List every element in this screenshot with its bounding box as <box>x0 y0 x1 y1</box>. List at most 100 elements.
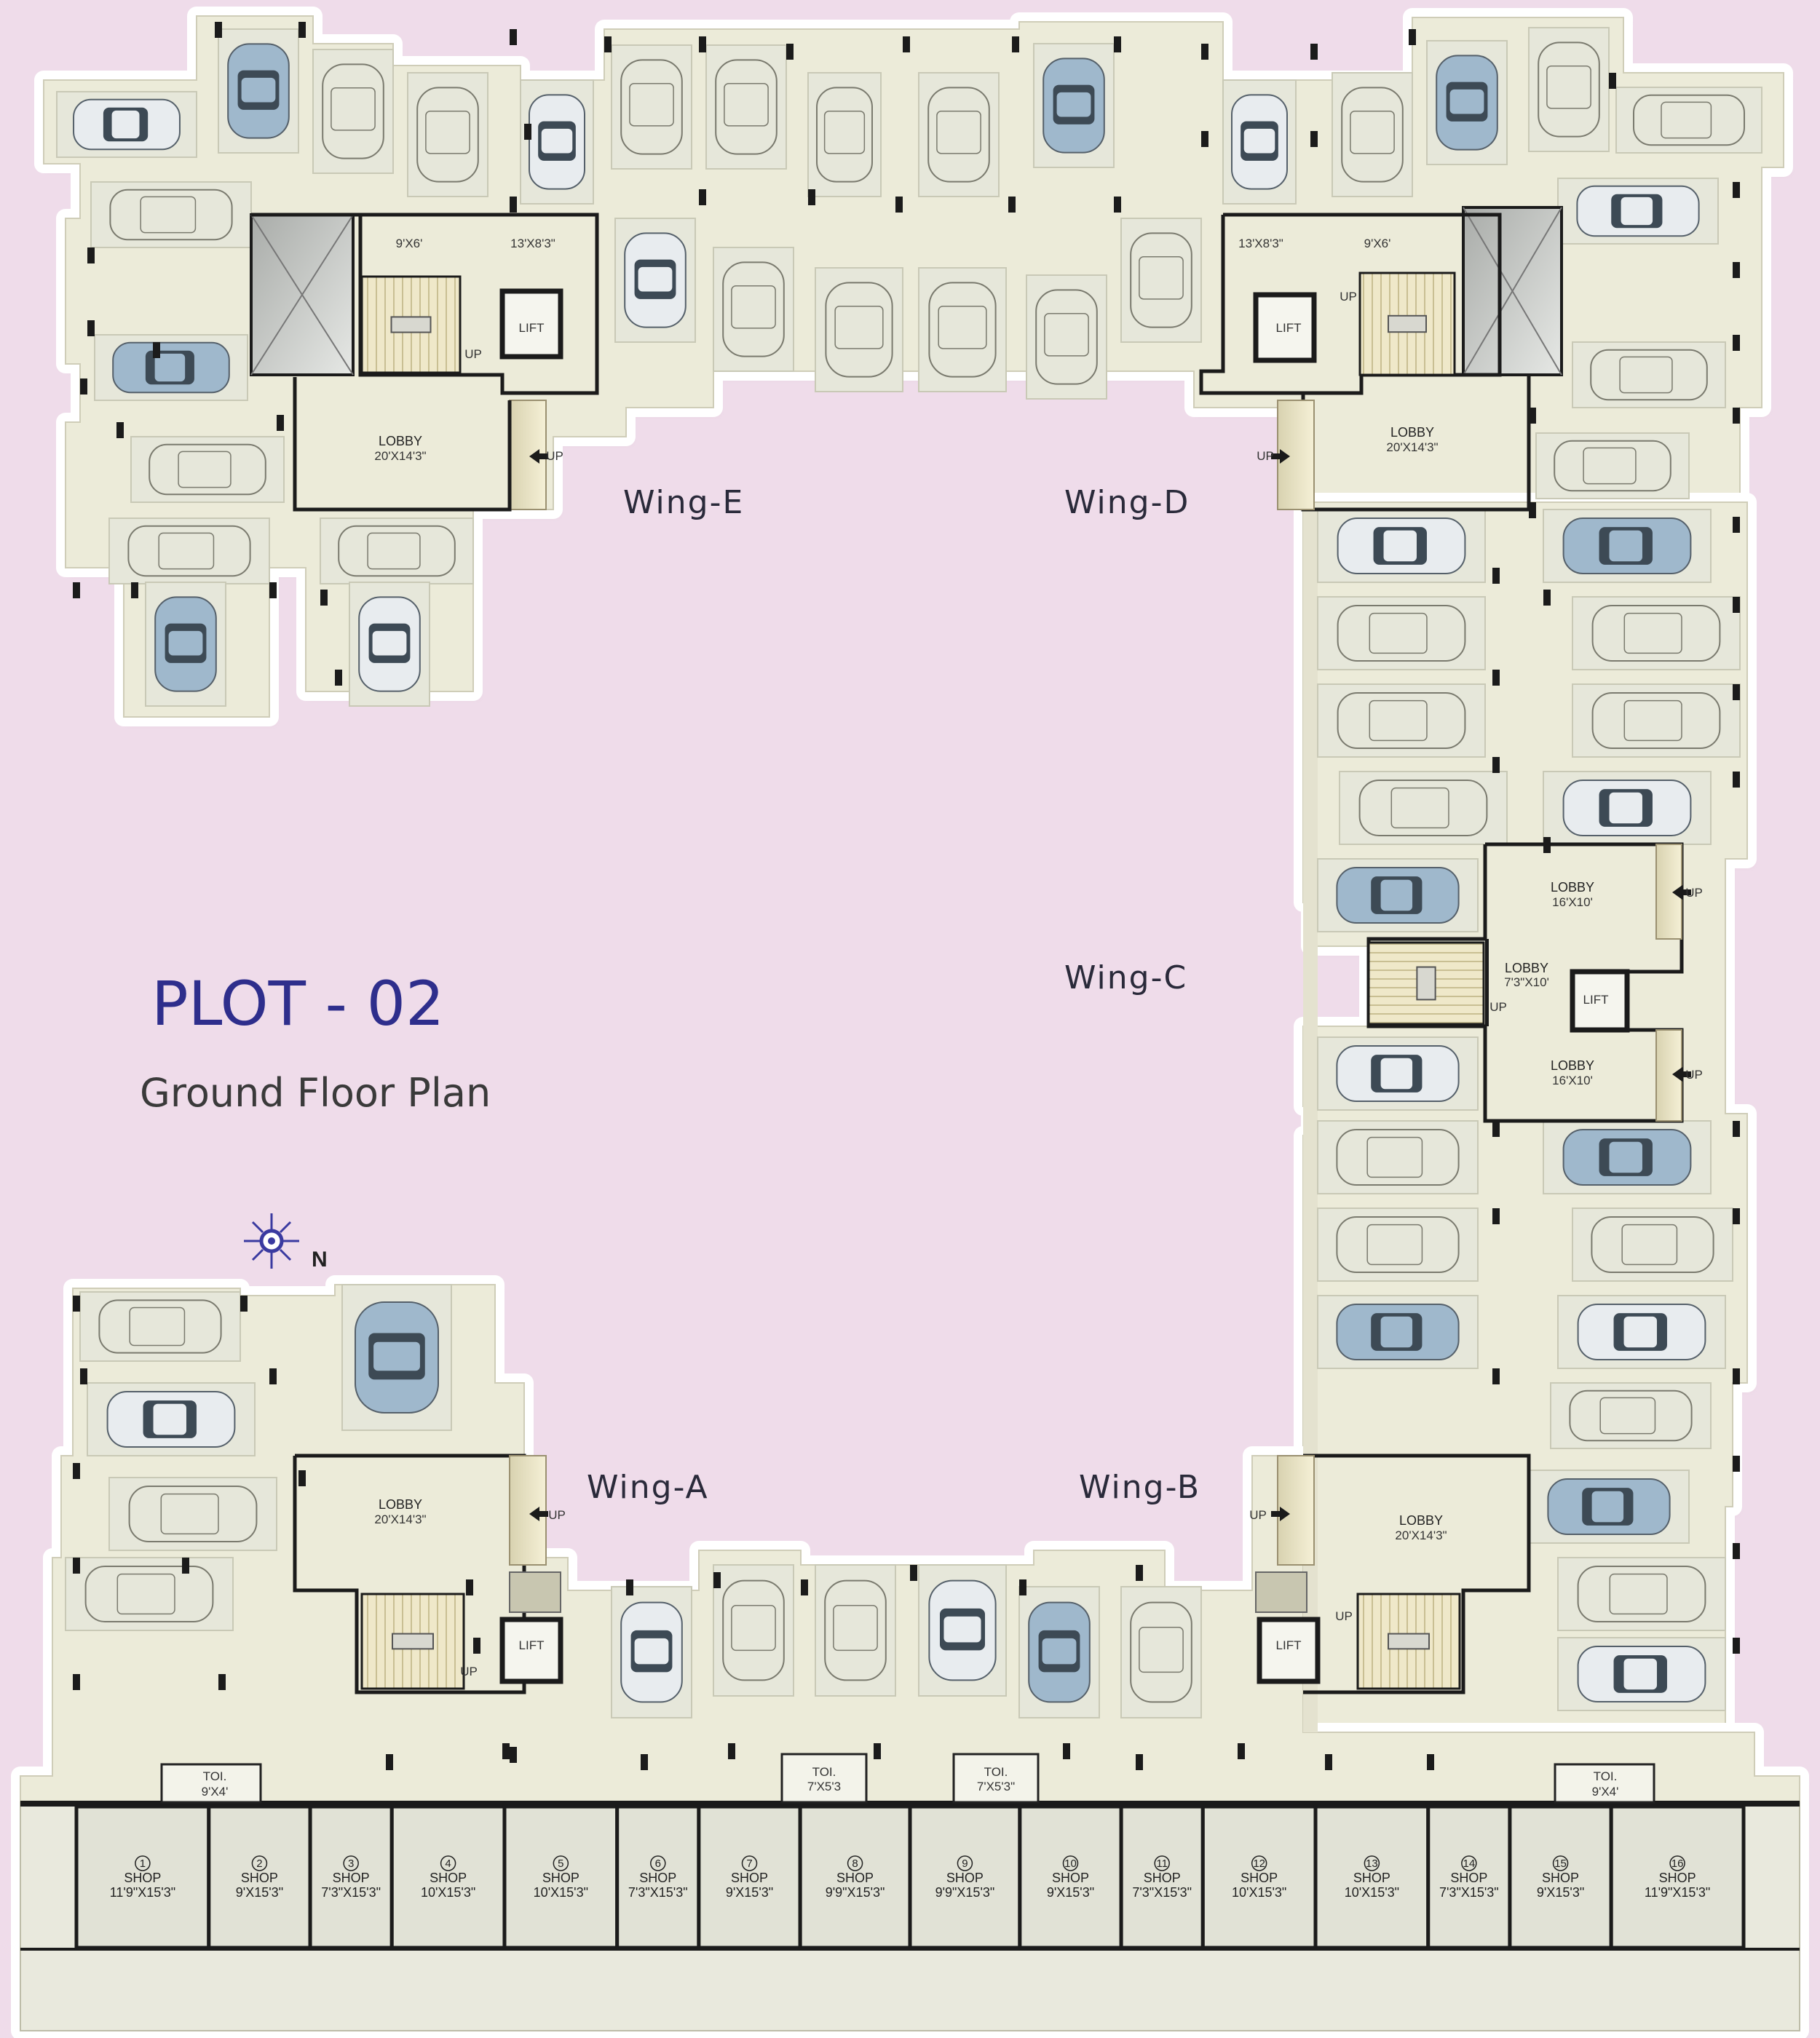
car-outline-icon <box>807 72 882 197</box>
shop-3-number-circle <box>343 1855 359 1871</box>
shop-9-label: SHOP <box>946 1871 984 1885</box>
car-icon <box>1317 1036 1479 1111</box>
shop-16-number-circle <box>1669 1855 1685 1871</box>
car-outline-icon <box>1332 72 1413 197</box>
shop-6-label: SHOP <box>639 1871 676 1885</box>
column <box>73 1558 80 1574</box>
shop-12-number: 12 <box>1253 1857 1265 1870</box>
toilets: TOI. 9'X4' TOI. 7'X5'3 TOI. 7'X5'3" TOI.… <box>160 1753 1655 1804</box>
car-outline-icon <box>1572 596 1741 670</box>
shop-14-number: 14 <box>1463 1857 1476 1870</box>
shop-11-number: 11 <box>1156 1857 1168 1870</box>
column <box>1733 1208 1740 1224</box>
car-outline-icon <box>1557 1557 1726 1631</box>
wing-c-lobby-bot-size: 16'X10' <box>1552 1074 1593 1087</box>
wing-a-lobby-size: 20'X14'3" <box>374 1512 426 1526</box>
up-arrow-icon <box>529 449 548 464</box>
shop-4-number: 4 <box>445 1857 451 1870</box>
wing-e-lobby-up: UP <box>546 449 563 463</box>
car-outline-icon <box>815 1564 896 1697</box>
column <box>218 1674 226 1690</box>
car-icon <box>218 28 299 154</box>
column <box>1114 197 1121 213</box>
wing-e-lobby-label: LOBBY <box>379 434 422 448</box>
plot-subtitle: Ground Floor Plan <box>140 1070 491 1116</box>
column <box>269 582 277 598</box>
shop-9-box <box>908 1804 1022 1950</box>
toilet-4-label: TOI. <box>1594 1769 1618 1783</box>
wing-d-room-b-size: 9'X6' <box>1364 237 1391 250</box>
duct-box <box>509 1571 561 1613</box>
wing-d-lift-label: LIFT <box>1276 321 1302 335</box>
column <box>240 1296 248 1312</box>
column <box>1492 1208 1500 1224</box>
wing-e-lift-label: LIFT <box>519 321 545 335</box>
core-wall <box>295 400 512 512</box>
car-outline-icon <box>705 44 787 170</box>
shop-2-label: SHOP <box>241 1871 278 1885</box>
shop-12-number-circle <box>1251 1855 1267 1871</box>
shop-6-size: 7'3"X15'3" <box>628 1885 688 1900</box>
car-icon <box>1018 1586 1100 1718</box>
wing-c-up-top: UP <box>1685 886 1703 900</box>
car-icon <box>614 218 696 343</box>
lift-shaft <box>1257 1617 1321 1684</box>
wing-a-lobby-label: LOBBY <box>379 1497 422 1512</box>
wing-d-room-a-size: 13'X8'3" <box>1238 237 1283 250</box>
shop-13-size: 10'X15'3" <box>1345 1885 1399 1900</box>
wing-c-lobby-mid-label: LOBBY <box>1505 961 1548 975</box>
shop-11-box <box>1119 1804 1205 1950</box>
shop-10-number-circle <box>1062 1855 1079 1871</box>
wing-c-lobby-top-size: 16'X10' <box>1552 895 1593 909</box>
wing-b-label: Wing-B <box>1079 1469 1200 1506</box>
column <box>386 1754 393 1770</box>
wing-c-lobby-mid-size: 7'3"X10' <box>1504 975 1549 989</box>
shop-7-label: SHOP <box>731 1871 768 1885</box>
car-icon <box>341 1284 452 1431</box>
car-outline-icon <box>312 49 394 174</box>
shop-11-label: SHOP <box>1144 1871 1181 1885</box>
shop-1-number: 1 <box>140 1857 146 1870</box>
car-icon <box>1557 1637 1726 1711</box>
column <box>298 1470 306 1486</box>
car-icon <box>611 1586 692 1718</box>
toilet-3-label: TOI. <box>984 1765 1008 1779</box>
wing-e-core: 9'X6' 13'X8'3" LIFT UP UP LOBBY 20'X14'3… <box>374 237 563 463</box>
shop-6-number-circle <box>650 1855 666 1871</box>
car-icon <box>1543 509 1712 583</box>
shop-2-size: 9'X15'3" <box>236 1885 283 1900</box>
toilet-1-box <box>160 1763 262 1804</box>
shop-8-label: SHOP <box>836 1871 874 1885</box>
car-icon <box>1033 43 1115 168</box>
lift-shaft <box>499 1617 563 1684</box>
column <box>626 1579 633 1595</box>
shop-7-number-circle <box>741 1855 758 1871</box>
duct-shaft-cross <box>1463 207 1562 376</box>
car-outline-icon <box>1339 771 1508 845</box>
column <box>1543 590 1551 606</box>
wing-a-label: Wing-A <box>587 1469 709 1506</box>
shop-5-box <box>502 1804 620 1950</box>
shop-13-label: SHOP <box>1353 1871 1390 1885</box>
structural-columns <box>73 22 1740 1770</box>
car-icon <box>1557 1295 1726 1369</box>
column <box>1733 408 1740 424</box>
car-icon <box>56 91 197 158</box>
wing-d-lobby-label: LOBBY <box>1390 425 1434 440</box>
column <box>182 1558 189 1574</box>
car-outline-icon <box>79 1291 241 1362</box>
car-outline-icon <box>918 267 1007 392</box>
column <box>1733 684 1740 700</box>
stair-landing <box>392 1633 434 1650</box>
car-outline-icon <box>1572 683 1741 758</box>
car-outline-icon <box>1535 432 1690 499</box>
shop-15-size: 9'X15'3" <box>1537 1885 1584 1900</box>
column <box>801 1579 808 1595</box>
car-outline-icon <box>65 1557 234 1631</box>
column <box>1492 757 1500 773</box>
toilet-2-label: TOI. <box>812 1765 836 1779</box>
column <box>298 22 306 38</box>
car-icon <box>1222 79 1297 205</box>
column <box>1310 131 1318 147</box>
